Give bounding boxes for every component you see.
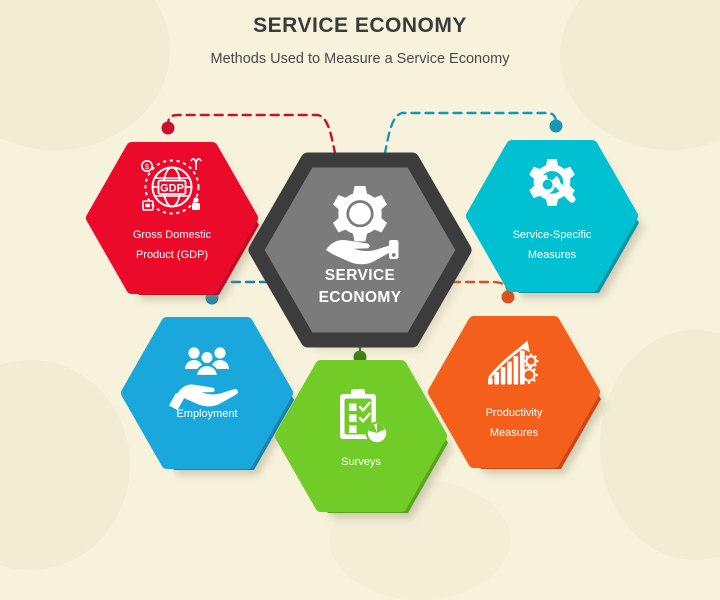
svg-text:$: $ <box>145 164 149 171</box>
node-employment-label-1: Employment <box>176 408 237 420</box>
globe-gdp-icon: GDP $ <box>140 158 202 215</box>
node-service-specific[interactable]: Service-Specific Measures <box>466 140 639 293</box>
svg-text:GDP: GDP <box>160 182 184 194</box>
node-gdp-label-1: Gross Domestic <box>133 229 212 241</box>
node-productivity-label-2: Measures <box>490 427 539 439</box>
page-subtitle: Methods Used to Measure a Service Econom… <box>210 51 510 67</box>
node-service-specific-label-1: Service-Specific <box>513 229 592 241</box>
connector-service-specific <box>380 111 563 170</box>
node-gdp-label-2: Product (GDP) <box>136 249 208 261</box>
people-on-hand-icon <box>169 347 238 411</box>
infographic-canvas: SERVICE ECONOMY Methods Used to Measure … <box>86 14 639 513</box>
growth-chart-gears-icon <box>488 340 539 385</box>
page-title: SERVICE ECONOMY <box>253 14 467 37</box>
clipboard-checklist-pie-icon <box>340 389 389 445</box>
gear-in-hand-icon <box>326 186 399 265</box>
node-surveys[interactable]: Surveys <box>275 360 448 513</box>
node-employment[interactable]: Employment <box>121 317 294 470</box>
connector-productivity <box>450 280 515 304</box>
node-center-label-1: SERVICE <box>325 267 396 284</box>
connector-dot-productivity <box>501 290 515 304</box>
node-employment-body <box>121 317 293 469</box>
node-layer: GDP $ Gross Domestic Product (GDP) <box>86 140 639 513</box>
gear-wrench-icon <box>529 159 576 206</box>
node-productivity-label-1: Productivity <box>486 407 543 419</box>
node-center-label-2: ECONOMY <box>319 289 402 306</box>
node-surveys-label-1: Surveys <box>341 456 381 468</box>
node-center-service-economy[interactable]: SERVICE ECONOMY <box>248 152 472 348</box>
node-productivity-body <box>428 316 600 468</box>
node-productivity[interactable]: Productivity Measures <box>428 316 601 469</box>
node-gdp-body <box>86 142 258 294</box>
node-service-specific-label-2: Measures <box>528 249 577 261</box>
node-gdp[interactable]: GDP $ Gross Domestic Product (GDP) <box>86 142 259 295</box>
node-center-body <box>248 152 472 348</box>
connector-dot-service-specific <box>549 119 563 133</box>
